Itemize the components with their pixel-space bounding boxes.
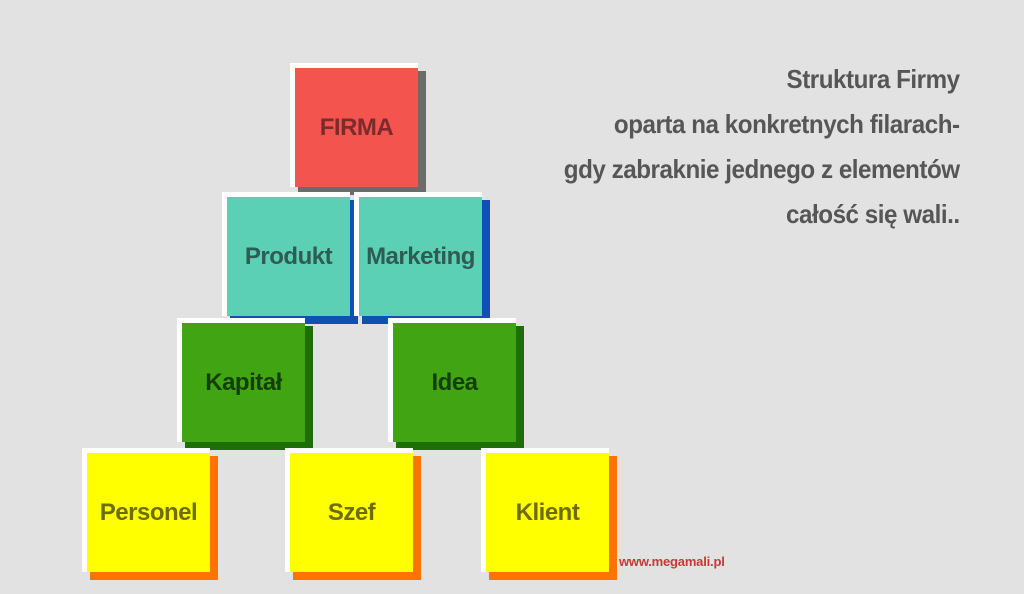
- block-personel-label: Personel: [99, 498, 198, 526]
- block-marketing: Marketing: [354, 192, 482, 316]
- block-marketing-label: Marketing: [366, 242, 475, 270]
- caption-line-1: Struktura Firmy: [786, 64, 961, 94]
- block-kapital: Kapitał: [177, 318, 305, 442]
- block-firma: FIRMA: [290, 63, 418, 187]
- block-produkt-label: Produkt: [244, 242, 333, 270]
- block-personel: Personel: [82, 448, 210, 572]
- caption-text: Struktura Firmy oparta na konkretnych fi…: [564, 57, 960, 237]
- block-produkt: Produkt: [222, 192, 350, 316]
- block-klient: Klient: [481, 448, 609, 572]
- block-klient-label: Klient: [515, 498, 580, 526]
- block-szef: Szef: [285, 448, 413, 572]
- caption-line-4: całość się wali..: [786, 199, 960, 229]
- block-idea: Idea: [388, 318, 516, 442]
- block-kapital-label: Kapitał: [205, 368, 282, 396]
- watermark-url: www.megamali.pl: [619, 554, 725, 569]
- block-idea-label: Idea: [431, 368, 478, 396]
- caption-line-2: oparta na konkretnych filarach-: [614, 109, 960, 139]
- block-szef-label: Szef: [327, 498, 376, 526]
- block-firma-label: FIRMA: [319, 113, 394, 141]
- caption-line-3: gdy zabraknie jednego z elementów: [564, 154, 960, 184]
